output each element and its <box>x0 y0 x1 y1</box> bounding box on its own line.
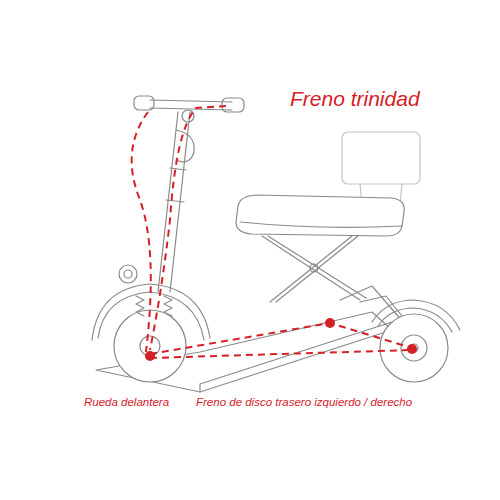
part-label: Freno de disco trasero izquierdo / derec… <box>196 396 412 410</box>
part-label: Rueda delantera <box>84 396 169 410</box>
brake-point <box>145 318 417 361</box>
scooter-outline <box>92 96 460 392</box>
brake-cable <box>132 106 412 358</box>
diagram-title: Freno trinidad <box>290 86 420 111</box>
